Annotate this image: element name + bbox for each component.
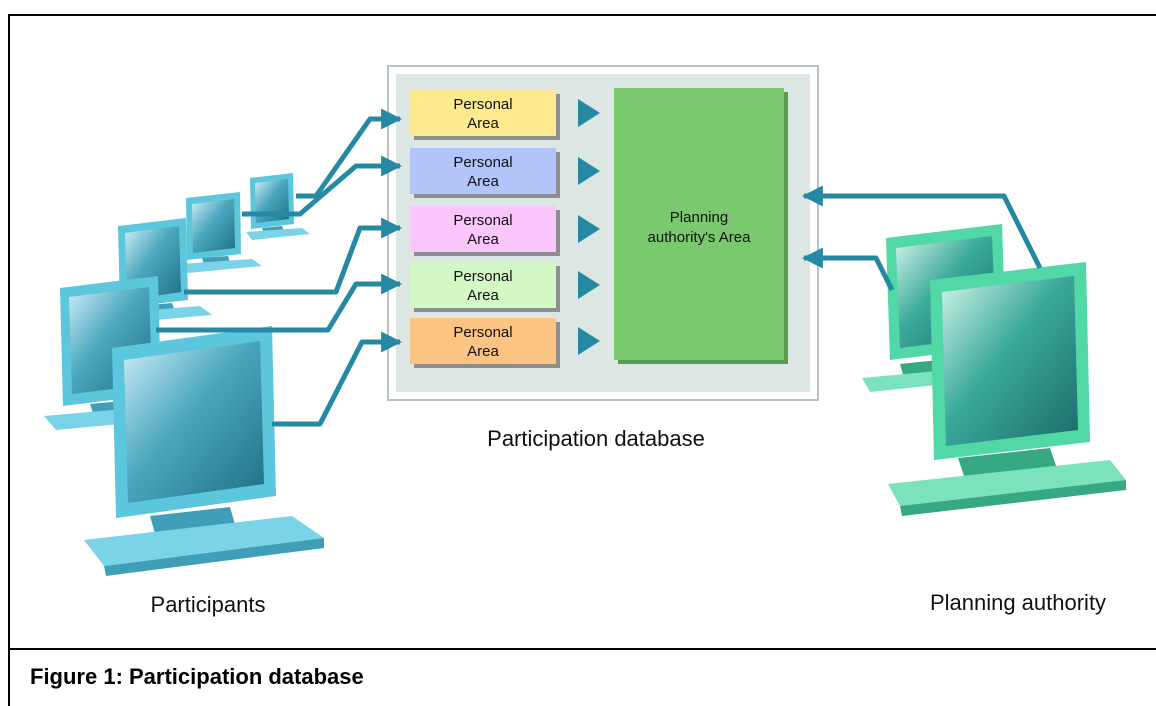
flow-arrow-icon	[578, 271, 600, 299]
diagram-frame	[8, 14, 1156, 648]
personal-area-label: Personal	[453, 324, 512, 341]
personal-area-label: Area	[467, 173, 499, 190]
personal-area-label: Personal	[453, 96, 512, 113]
personal-area-label: Personal	[453, 268, 512, 285]
participant-monitors	[44, 173, 324, 576]
personal-area-label: Area	[467, 115, 499, 132]
authority-connectors	[801, 185, 1043, 292]
flow-triangles	[578, 99, 600, 355]
connector-1	[296, 108, 403, 199]
flow-arrow-icon	[578, 327, 600, 355]
flow-arrow-icon	[578, 99, 600, 127]
monitor-icon	[84, 326, 324, 576]
authority-area: Planning authority's Area	[614, 88, 788, 364]
figure-caption: Figure 1: Participation database	[30, 664, 364, 689]
connector-5	[272, 331, 403, 427]
planning-authority-label: Planning authority	[930, 590, 1106, 615]
flow-arrow-icon	[578, 157, 600, 185]
authority-connector-1	[801, 185, 1043, 270]
personal-area-label: Area	[467, 343, 499, 360]
authority-monitors	[862, 224, 1126, 516]
personal-area-label: Area	[467, 231, 499, 248]
connector-4	[156, 273, 403, 333]
connector-2	[242, 155, 403, 217]
monitor-icon	[246, 173, 310, 240]
diagram-canvas: PersonalAreaPersonalAreaPersonalAreaPers…	[44, 65, 1126, 617]
authority-connector-2	[801, 247, 895, 292]
participants-label: Participants	[151, 592, 266, 617]
monitor-icon	[888, 262, 1126, 516]
personal-areas: PersonalAreaPersonalAreaPersonalAreaPers…	[410, 90, 560, 368]
caption-box: Figure 1: Participation database	[8, 648, 1156, 706]
authority-area-label-line2: authority's Area	[648, 229, 752, 246]
personal-area-label: Personal	[453, 154, 512, 171]
flow-arrow-icon	[578, 215, 600, 243]
participant-connectors	[156, 108, 403, 427]
connector-3	[184, 217, 403, 295]
database-label: Participation database	[487, 426, 705, 451]
monitor-icon	[180, 192, 262, 273]
personal-area-label: Area	[467, 287, 499, 304]
authority-area-label-line1: Planning	[670, 209, 728, 226]
personal-area-label: Personal	[453, 212, 512, 229]
